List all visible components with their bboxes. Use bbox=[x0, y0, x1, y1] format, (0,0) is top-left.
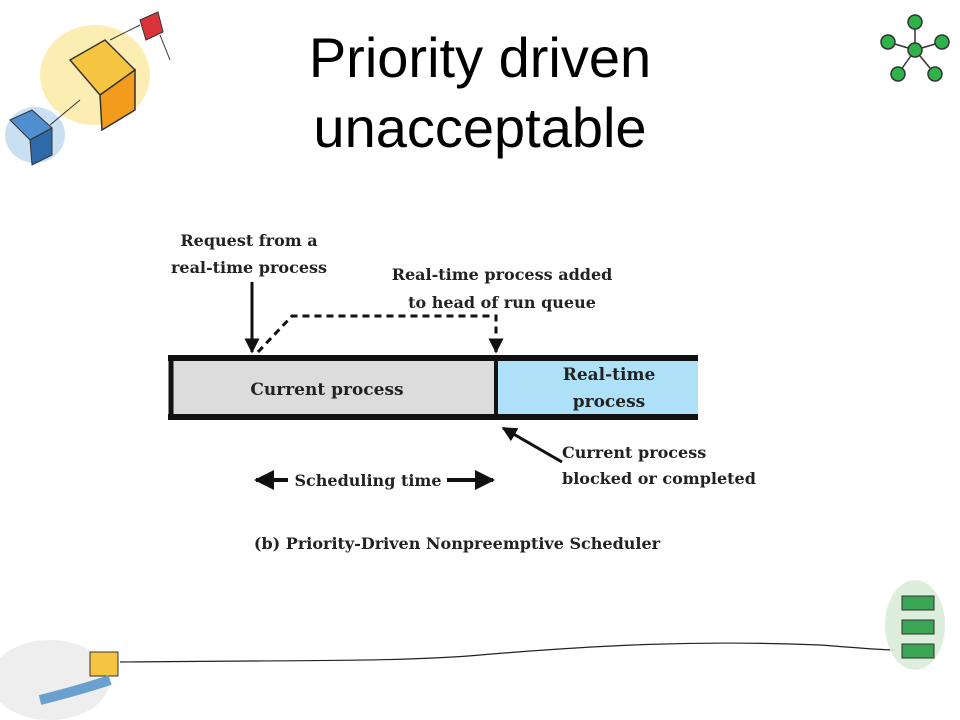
stacked-boxes-decoration-icon bbox=[885, 580, 945, 670]
current-process-block bbox=[171, 358, 496, 417]
added-label-1: Real-time process added bbox=[392, 265, 613, 284]
realtime-process-block bbox=[496, 358, 698, 417]
slide-title-line-1: Priority driven bbox=[308, 26, 652, 89]
queue-dashed-arrow bbox=[256, 314, 504, 354]
blocked-label-2: blocked or completed bbox=[562, 469, 756, 488]
slide-title-line-2: unacceptable bbox=[313, 96, 647, 159]
wavy-line bbox=[119, 642, 896, 663]
request-label-1: Request from a bbox=[180, 231, 317, 250]
request-label-2: real-time process bbox=[171, 258, 327, 277]
current-process-label: Current process bbox=[250, 380, 403, 400]
blocked-arrow bbox=[501, 426, 563, 464]
cubes-decoration-icon bbox=[5, 11, 171, 166]
blocked-label-1: Current process bbox=[562, 443, 706, 462]
realtime-process-label-1: Real-time bbox=[563, 365, 656, 385]
realtime-process-label-2: process bbox=[573, 392, 646, 412]
network-icon bbox=[880, 14, 950, 82]
added-label-2: to head of run queue bbox=[408, 293, 596, 312]
scheduling-time-label: Scheduling time bbox=[294, 471, 441, 490]
diagram-caption: (b) Priority-Driven Nonpreemptive Schedu… bbox=[254, 534, 661, 553]
hand-box-decoration-icon bbox=[0, 640, 119, 720]
